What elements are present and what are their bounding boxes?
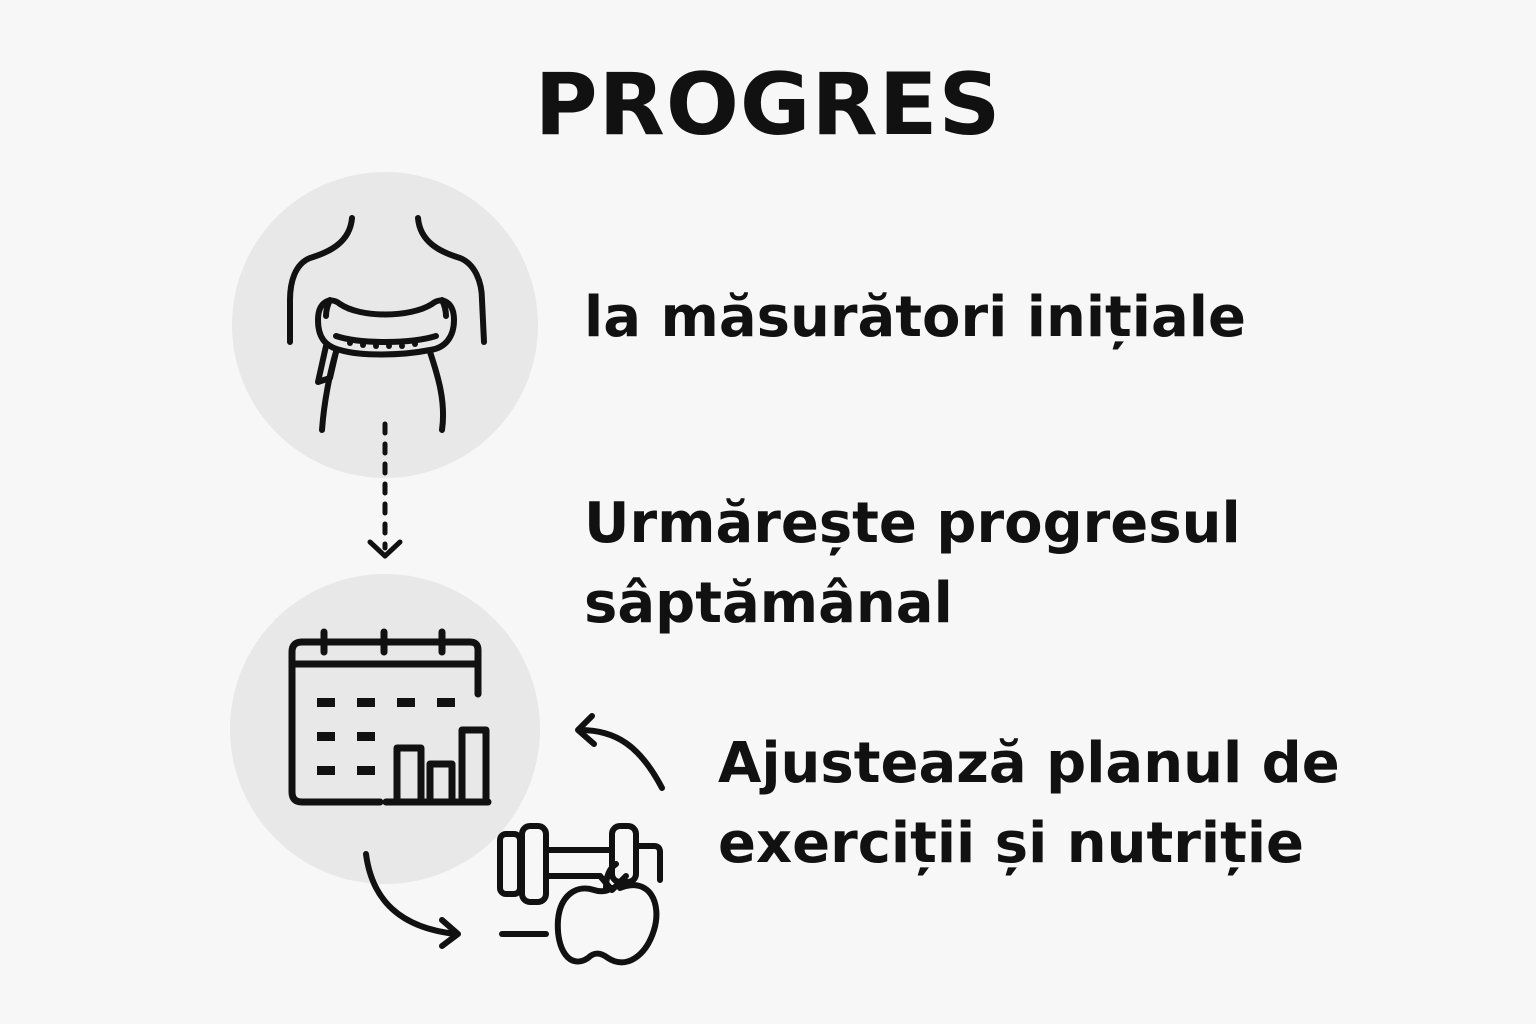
tape-ticks xyxy=(347,340,418,349)
calendar-chart-icon xyxy=(288,628,492,806)
step-2-label: Urmărește progresul sâptămânal xyxy=(584,484,1241,644)
step-2-circle xyxy=(230,574,540,884)
page-title: PROGRES xyxy=(534,55,1002,155)
step-3-label: Ajustează planul de exerciții și nutriți… xyxy=(718,724,1340,884)
step-1-label: la măsurători inițiale xyxy=(584,278,1246,358)
step-2-label-line-2: sâptămânal xyxy=(584,571,953,636)
step-1-label-line-1: la măsurători inițiale xyxy=(584,285,1246,350)
dotted-down-arrow-icon xyxy=(367,421,403,559)
curved-back-arrow-icon xyxy=(575,713,665,791)
curved-forward-arrow-icon xyxy=(363,851,461,949)
dumbbell-apple-icon xyxy=(497,823,663,966)
step-2-label-line-1: Urmărește progresul xyxy=(584,491,1241,556)
step-3-label-line-1: Ajustează planul de xyxy=(718,731,1340,796)
step-3-label-line-2: exerciții și nutriție xyxy=(718,811,1305,876)
calendar-date-marks xyxy=(317,698,455,775)
step-1-circle xyxy=(232,172,538,478)
body-measuring-tape-icon xyxy=(287,215,487,433)
